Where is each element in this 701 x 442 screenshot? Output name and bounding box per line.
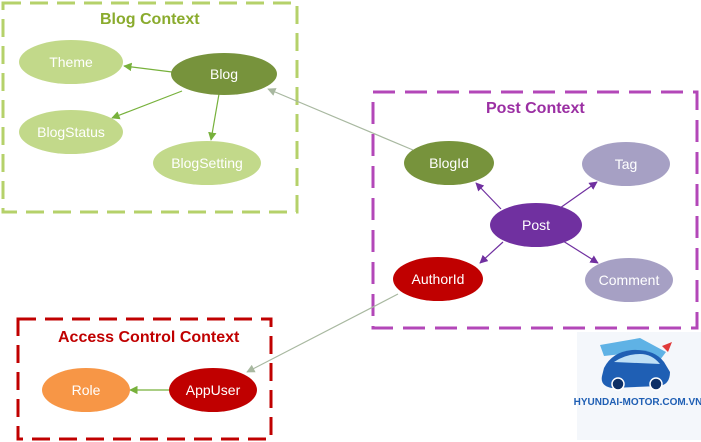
edge-blog-blogstatus [111, 90, 183, 120]
edge-post-authorid [479, 241, 504, 264]
car-logo-icon [600, 338, 672, 391]
edge-post-blogid [475, 182, 502, 210]
node-role-label: Role [72, 382, 101, 398]
node-authorid-label: AuthorId [412, 271, 465, 287]
node-blogsetting: BlogSetting [153, 141, 261, 185]
post-context-boundary [371, 90, 699, 330]
access-control-context-title: Access Control Context [58, 329, 240, 346]
edge-blog-theme [123, 62, 173, 73]
edge-blogid-blog [267, 88, 414, 151]
edge-post-comment [562, 240, 599, 264]
node-comment-label: Comment [599, 272, 660, 288]
access-control-context-boundary [16, 317, 273, 441]
node-blogid: BlogId [404, 141, 494, 185]
node-theme-label: Theme [49, 54, 93, 70]
node-tag-label: Tag [615, 156, 638, 172]
node-comment: Comment [585, 258, 673, 302]
node-blogsetting-label: BlogSetting [171, 155, 243, 171]
node-blog-label: Blog [210, 66, 238, 82]
edge-blog-blogsetting [208, 93, 220, 141]
edge-post-tag [559, 181, 598, 209]
edge-authorid-appuser [246, 293, 399, 373]
node-authorid: AuthorId [393, 257, 483, 301]
post-context-title: Post Context [486, 100, 585, 117]
node-post: Post [490, 203, 582, 247]
node-theme: Theme [19, 40, 123, 84]
node-appuser: AppUser [169, 368, 257, 412]
node-role: Role [42, 368, 130, 412]
node-blog: Blog [171, 53, 277, 95]
node-post-label: Post [522, 217, 550, 233]
node-blogid-label: BlogId [429, 155, 469, 171]
node-blogstatus-label: BlogStatus [37, 124, 105, 140]
node-blogstatus: BlogStatus [19, 110, 123, 154]
watermark-text: HYUNDAI-MOTOR.COM.VN [574, 397, 701, 408]
watermark: HYUNDAI-MOTOR.COM.VN [574, 332, 701, 440]
node-appuser-label: AppUser [186, 382, 241, 398]
blog-context-title: Blog Context [100, 11, 200, 28]
node-tag: Tag [582, 142, 670, 186]
blog-context-boundary [1, 1, 299, 214]
